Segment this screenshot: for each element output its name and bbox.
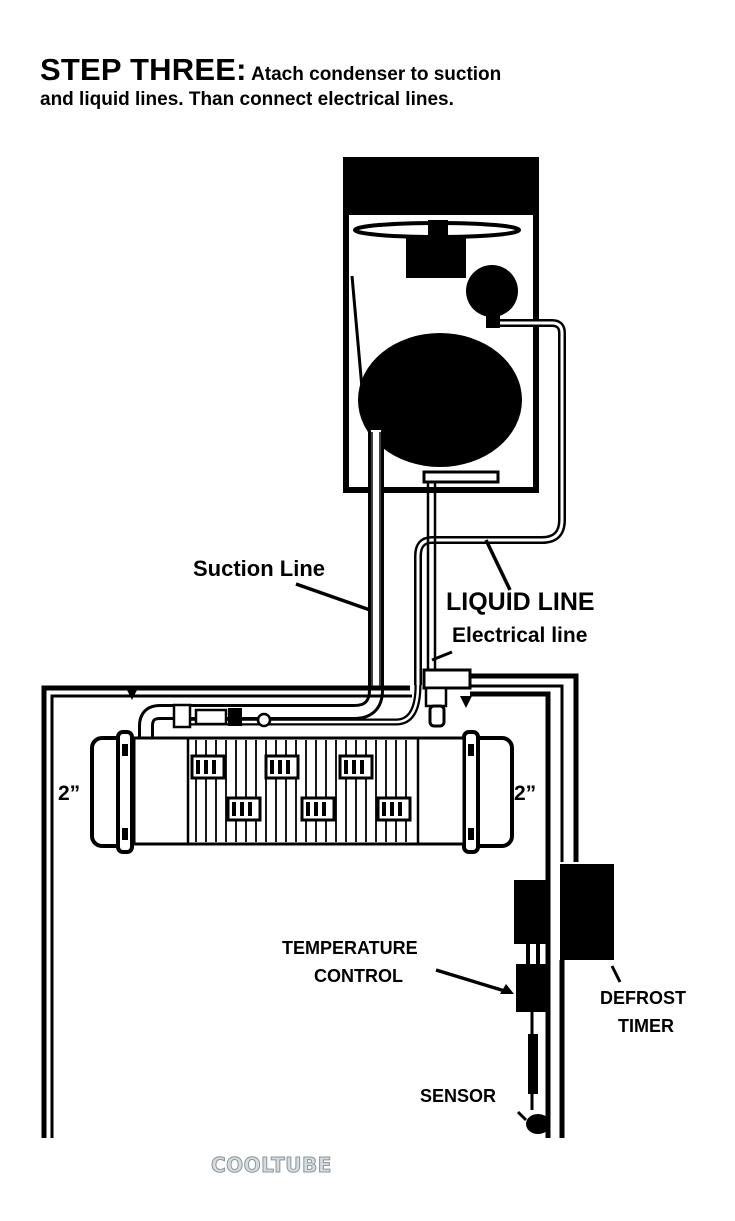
sensor-capillary	[528, 1034, 538, 1094]
receiver-valve	[486, 312, 500, 328]
page-heading: STEP THREE: Atach condenser to suction a…	[40, 52, 720, 111]
liquid-line-label: LIQUID LINE	[446, 588, 595, 616]
step-title: STEP THREE:	[40, 52, 247, 87]
electrical-line-label: Electrical line	[452, 624, 587, 647]
temperature-control-upper	[514, 880, 548, 944]
temperature-control-label-1: TEMPERATURE	[282, 938, 418, 958]
temperature-control-label-2: CONTROL	[314, 966, 403, 986]
controls	[514, 864, 614, 1134]
electrical-connector	[424, 686, 448, 708]
fan-motor	[406, 236, 466, 278]
condensing-unit	[343, 157, 566, 685]
cabinet-outer-wall-left	[41, 685, 410, 1138]
defrost-timer-pointer	[610, 965, 622, 983]
suction-line-pipe-inner	[141, 430, 381, 742]
liquid-line-pipe-inner	[416, 321, 564, 685]
mount-tab-2	[460, 696, 472, 708]
evaporator-body	[132, 736, 466, 846]
electrical-line-pointer	[431, 650, 453, 662]
condenser-inner-edge	[350, 275, 364, 389]
electrical-junction-box	[422, 668, 472, 690]
line-fitting	[256, 712, 272, 728]
cabinet-outer-wall-right	[470, 673, 579, 862]
right-fan-bolt-top	[468, 744, 474, 756]
sensor-bulb	[526, 1114, 550, 1134]
liquid-line-evap-feed-inner	[180, 684, 420, 724]
step-instruction-line2: and liquid lines. Than connect electrica…	[40, 89, 454, 110]
suction-line	[138, 430, 422, 742]
coil-bands-upper	[190, 754, 374, 780]
temperature-control-unit	[516, 964, 548, 1012]
gap-left-label: 2”	[58, 782, 80, 805]
expansion-valve-nut	[228, 708, 242, 726]
electrical-plug	[428, 704, 446, 728]
step-instruction-line1: Atach condenser to suction	[251, 64, 502, 85]
compressor	[358, 333, 522, 467]
temperature-control-pointer	[435, 968, 509, 994]
gap-right-label: 2”	[514, 782, 536, 805]
sensor-pointer	[516, 1110, 528, 1122]
control-link-a	[526, 944, 530, 966]
pointers	[295, 539, 622, 1122]
electrical-terminal-bracket	[422, 470, 500, 484]
electrical-junction	[422, 668, 472, 728]
cabinet-inner-wall-left	[50, 694, 412, 1138]
cabinet	[41, 673, 579, 1138]
condenser-top-panel	[346, 160, 536, 215]
left-fan-bolt-top	[122, 744, 128, 756]
sensor-label: SENSOR	[420, 1086, 496, 1106]
suction-line-pointer	[295, 582, 371, 612]
control-link-b	[536, 944, 540, 966]
suction-line-label: Suction Line	[193, 556, 325, 581]
right-fan-bolt-bottom	[468, 828, 474, 840]
temperature-control-arrowhead	[500, 984, 514, 994]
expansion-valve-body	[194, 708, 228, 726]
defrost-timer-box	[560, 864, 614, 960]
receiver-tank	[466, 265, 518, 317]
left-fan-bolt-bottom	[122, 828, 128, 840]
left-fan-ring	[116, 730, 134, 854]
cabinet-inner-wall-right	[470, 684, 564, 862]
evaporator-coil	[90, 730, 514, 854]
liquid-line-pointer	[484, 539, 512, 591]
expansion-valve-fitting	[172, 703, 192, 729]
defrost-timer-label-1: DEFROST	[600, 988, 686, 1008]
defrost-timer-label-2: TIMER	[618, 1016, 674, 1036]
coil-bands-lower	[226, 796, 412, 822]
cooltube-logo: COOLTUBE	[211, 1153, 332, 1177]
mount-tab-1	[126, 688, 138, 700]
